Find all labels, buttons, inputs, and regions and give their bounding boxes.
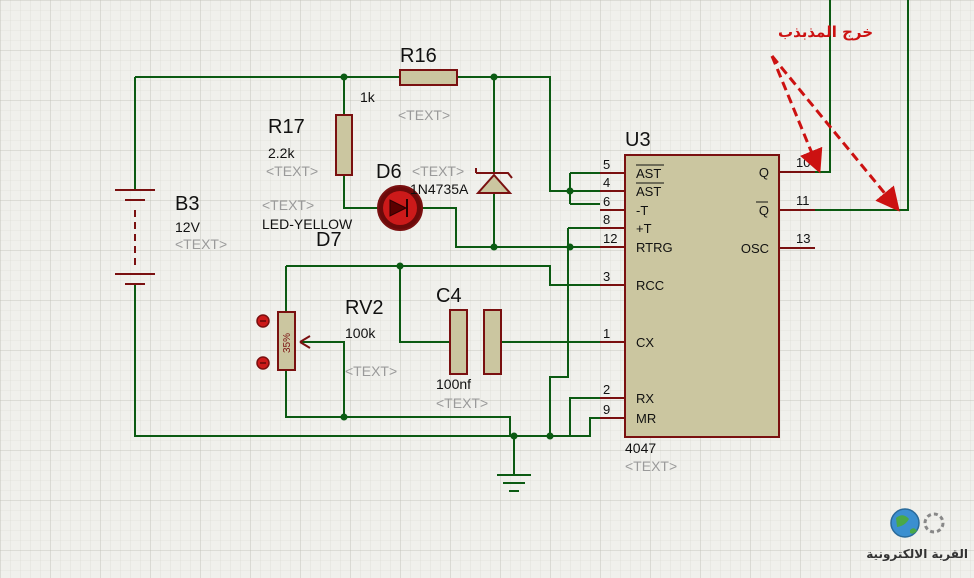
resistor-r17[interactable] <box>335 114 353 176</box>
c4-value: 100nf <box>436 376 471 392</box>
u3-pin-name-10: Q <box>759 165 769 180</box>
u3-pin-name-12: RTRG <box>636 240 673 255</box>
c4-ref: C4 <box>436 285 462 307</box>
u3-pin-number-5: 5 <box>603 157 610 172</box>
u3-pin-name-9: MR <box>636 411 656 426</box>
logo-text: القرية الالكترونية <box>866 547 968 562</box>
potentiometer-rv2[interactable]: 35% <box>256 311 311 371</box>
u3-pin-name-11: Q <box>759 203 769 218</box>
d6-value: 1N4735A <box>410 181 469 197</box>
zener-diode[interactable] <box>475 168 513 194</box>
resistor-r16[interactable] <box>399 69 458 86</box>
r17-ref: R17 <box>268 116 305 138</box>
rv2-wiper: 35% <box>282 333 293 353</box>
capacitor-c4[interactable] <box>449 309 502 375</box>
u3-pin-number-1: 1 <box>603 326 610 341</box>
r17-text: <TEXT> <box>266 163 318 179</box>
u3-pin-number-10: 10 <box>796 155 810 170</box>
led-d6[interactable] <box>377 185 423 231</box>
u3-pin-name-4: AST <box>636 184 661 199</box>
ground-symbol[interactable] <box>497 474 531 492</box>
rv2-value: 100k <box>345 325 376 341</box>
r16-ref: R16 <box>400 45 437 67</box>
u3-pin-name-6: -T <box>636 203 648 218</box>
d7-value: LED-YELLOW <box>262 216 353 232</box>
junction-dots <box>340 73 574 440</box>
u3-pin-name-2: RX <box>636 391 654 406</box>
logo-globe-icon <box>890 508 945 538</box>
b3-ref: B3 <box>175 193 199 215</box>
u3-pin-number-13: 13 <box>796 231 810 246</box>
d7-text: <TEXT> <box>262 197 314 213</box>
u3-pin-number-6: 6 <box>603 194 610 209</box>
u3-pin-number-9: 9 <box>603 402 610 417</box>
r16-value: 1k <box>360 89 376 105</box>
u3-pin-name-1: CX <box>636 335 654 350</box>
u3-pin-number-12: 12 <box>603 231 617 246</box>
u3-text: <TEXT> <box>625 458 677 474</box>
b3-text: <TEXT> <box>175 236 227 252</box>
c4-text: <TEXT> <box>436 395 488 411</box>
rv2-text: <TEXT> <box>345 363 397 379</box>
u3-pin-number-8: 8 <box>603 212 610 227</box>
u3-ref: U3 <box>625 129 651 151</box>
u3-pin-number-11: 11 <box>796 193 810 208</box>
rv2-ref: RV2 <box>345 297 384 319</box>
u3-pin-number-2: 2 <box>603 382 610 397</box>
output-annotation-label: خرج المذبذب <box>778 23 873 41</box>
r16-text: <TEXT> <box>398 107 450 123</box>
u3-pin-name-13: OSC <box>741 241 769 256</box>
battery-b3[interactable] <box>115 189 155 285</box>
d6-ref: D6 <box>376 161 402 183</box>
d7-ref: D7 <box>316 229 342 251</box>
d6-text: <TEXT> <box>412 163 464 179</box>
wires <box>134 0 909 475</box>
u3-pin-name-3: RCC <box>636 278 664 293</box>
u3-pin-name-8: +T <box>636 221 652 236</box>
u3-value: 4047 <box>625 440 656 456</box>
b3-value: 12V <box>175 219 201 235</box>
u3-pin-name-5: AST <box>636 166 661 181</box>
r17-value: 2.2k <box>268 145 295 161</box>
output-annotation-arrows <box>770 55 900 212</box>
u3-pin-number-4: 4 <box>603 175 610 190</box>
u3-pin-number-3: 3 <box>603 269 610 284</box>
